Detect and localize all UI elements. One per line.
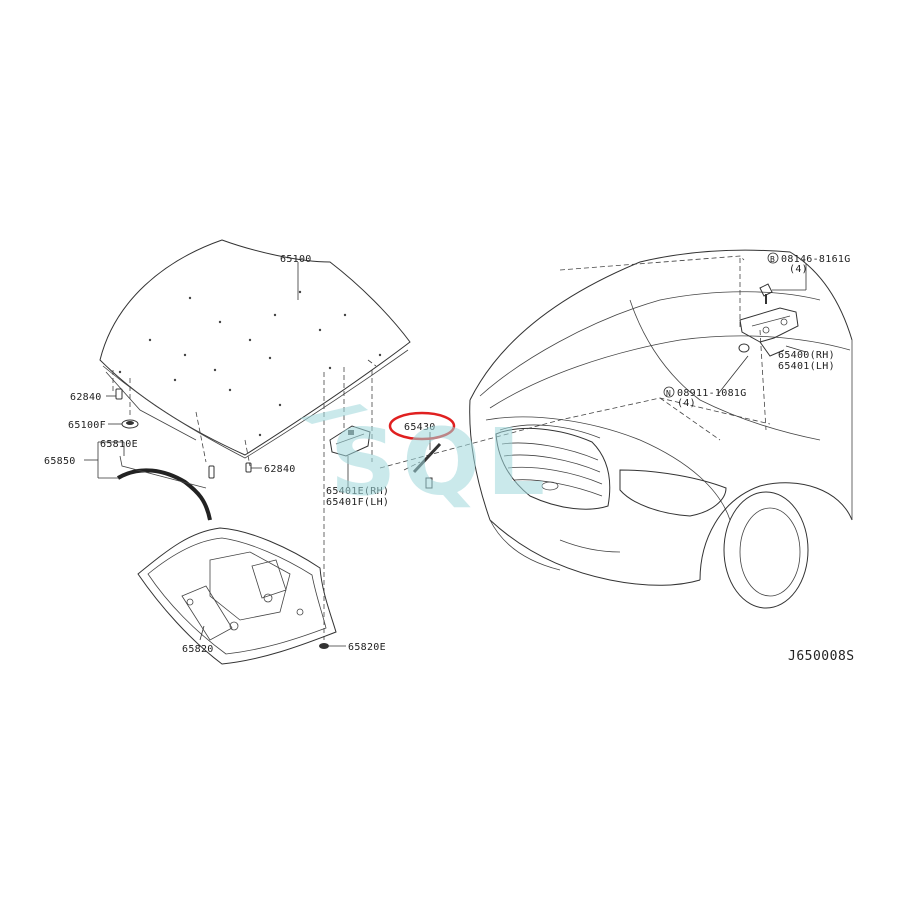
hood-hinge	[738, 307, 807, 357]
bumper-rubber-center	[208, 462, 262, 479]
hood-stay	[388, 411, 456, 489]
hood-panel	[99, 239, 411, 459]
hinge-nut	[663, 355, 749, 398]
hood-seal-clip	[108, 419, 139, 429]
hinge-bolt-qty: (4)	[789, 264, 808, 275]
insulator-label: 65820	[182, 644, 214, 655]
hinge-lh-label: 65401(LH)	[778, 361, 835, 372]
hinge-bolt	[759, 252, 807, 304]
hinge-bolt-marker: B	[770, 255, 775, 264]
insulator-clip-label: 65820E	[348, 642, 386, 653]
seal-clip-label: 65810E	[100, 439, 138, 450]
vehicle-front	[367, 249, 853, 609]
watermark-text: SQL	[330, 409, 551, 516]
diagram-code: J650008S	[788, 649, 855, 664]
hood-lock	[329, 425, 371, 488]
seal-label: 65850	[44, 456, 76, 467]
lock-lh-label: 65401F(LH)	[326, 497, 389, 508]
lock-rh-label: 65401E(RH)	[326, 486, 389, 497]
insulator-clip	[319, 643, 346, 649]
hood-part-number: 65100	[280, 254, 312, 265]
hinge-bolt-label: 08146-8161G	[781, 254, 851, 265]
hood-seal	[84, 441, 212, 521]
hood-seal-clip-label: 65100F	[68, 420, 106, 431]
bumper-rubber-left	[106, 388, 123, 400]
hinge-nut-qty: (4)	[677, 398, 696, 409]
hinge-nut-marker: N	[666, 389, 671, 398]
hinge-nut-label: 08911-1081G	[677, 388, 747, 399]
bumper-rubber-left-label: 62840	[70, 392, 102, 403]
hinge-rh-label: 65400(RH)	[778, 350, 835, 361]
engine-under-insulator	[137, 527, 337, 665]
highlight-circle	[388, 411, 456, 441]
bumper-rubber-center-label: 62840	[264, 464, 296, 475]
stay-label: 65430	[404, 422, 436, 433]
watermark-logo: SQL	[300, 404, 551, 516]
